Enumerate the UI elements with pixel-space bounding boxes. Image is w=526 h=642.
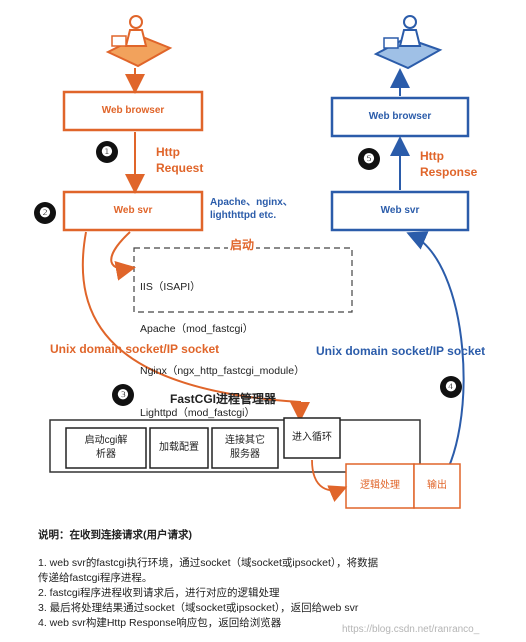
- notes-title: 说明：在收到连接请求(用户请求): [38, 529, 192, 541]
- curve-svr-to-manager: [81, 231, 310, 422]
- manager-step-box-3: [211, 427, 279, 469]
- step-1-badge: ❶: [96, 141, 118, 163]
- step-2-badge: ❷: [34, 202, 56, 224]
- manager-title: FastCGI进程管理器: [170, 392, 277, 406]
- right-browser-box: [330, 96, 470, 138]
- svr-examples-label: Apache、nginx、 lighthttpd etc.: [210, 197, 293, 221]
- manager-step-box-1: [65, 427, 147, 469]
- right-svr-label: Web svr: [380, 205, 420, 216]
- output-label: 输出: [427, 480, 447, 491]
- step-4-badge: ❹: [440, 376, 462, 398]
- user-computer-icon-right: [373, 15, 443, 70]
- startup-module-item: IIS（ISAPI）: [140, 281, 201, 293]
- manager-step-box-2: [149, 427, 209, 469]
- watermark: https://blog.csdn.net/ranranco_: [342, 624, 480, 635]
- output-box: [413, 463, 461, 509]
- manager-step-2: 加载配置: [159, 442, 199, 453]
- left-browser-label: Web browser: [101, 105, 165, 116]
- loop-arrow-icon: [311, 459, 348, 502]
- left-svr-label: Web svr: [113, 205, 153, 216]
- notes-line: 3. 最后将处理结果通过socket（域socket或ipsocket），返回给…: [38, 602, 359, 614]
- curve-output-to-svr: [406, 231, 465, 487]
- manager-step-4: 进入循环: [292, 432, 332, 443]
- socket-label-left: Unix domain socket/IP socket: [50, 342, 220, 356]
- http-response-label: Http Response: [420, 149, 478, 179]
- curve-svr-to-startup: [110, 231, 136, 281]
- right-svr-box: [330, 190, 470, 232]
- notes-line: 传递给fastcgi程序进程。: [38, 572, 153, 584]
- manager-step-1: 启动cgi解 析器: [84, 435, 128, 460]
- user-computer-icon-left: [105, 15, 173, 68]
- socket-label-right: Unix domain socket/IP socket: [316, 344, 486, 358]
- startup-module-list: IIS（ISAPI） Apache（mod_fastcgi） Nginx（ngx…: [140, 252, 305, 434]
- right-browser-label: Web browser: [368, 111, 432, 122]
- startup-module-item: Nginx（ngx_http_fastcgi_module）: [140, 365, 305, 377]
- process-box: [345, 463, 415, 509]
- startup-module-item: Apache（mod_fastcgi）: [140, 323, 254, 335]
- notes-line: 1. web svr的fastcgi执行环境，通过socket（域socket或…: [38, 557, 379, 569]
- manager-step-3: 连接其它 服务器: [225, 435, 265, 460]
- notes-line: 4. web svr构建Http Response响应包，返回给浏览器: [38, 617, 282, 629]
- notes-line: 2. fastcgi程序进程收到请求后，进行对应的逻辑处理: [38, 587, 280, 599]
- step-5-badge: ❺: [358, 148, 380, 170]
- left-svr-box: [62, 190, 204, 232]
- startup-label: 启动: [228, 236, 257, 253]
- process-label: 逻辑处理: [360, 480, 400, 491]
- step-3-badge: ❸: [112, 384, 134, 406]
- manager-step-box-4: [283, 417, 341, 459]
- http-request-label: Http Request: [156, 145, 204, 175]
- startup-module-item: Lighttpd（mod_fastcgi）: [140, 407, 255, 419]
